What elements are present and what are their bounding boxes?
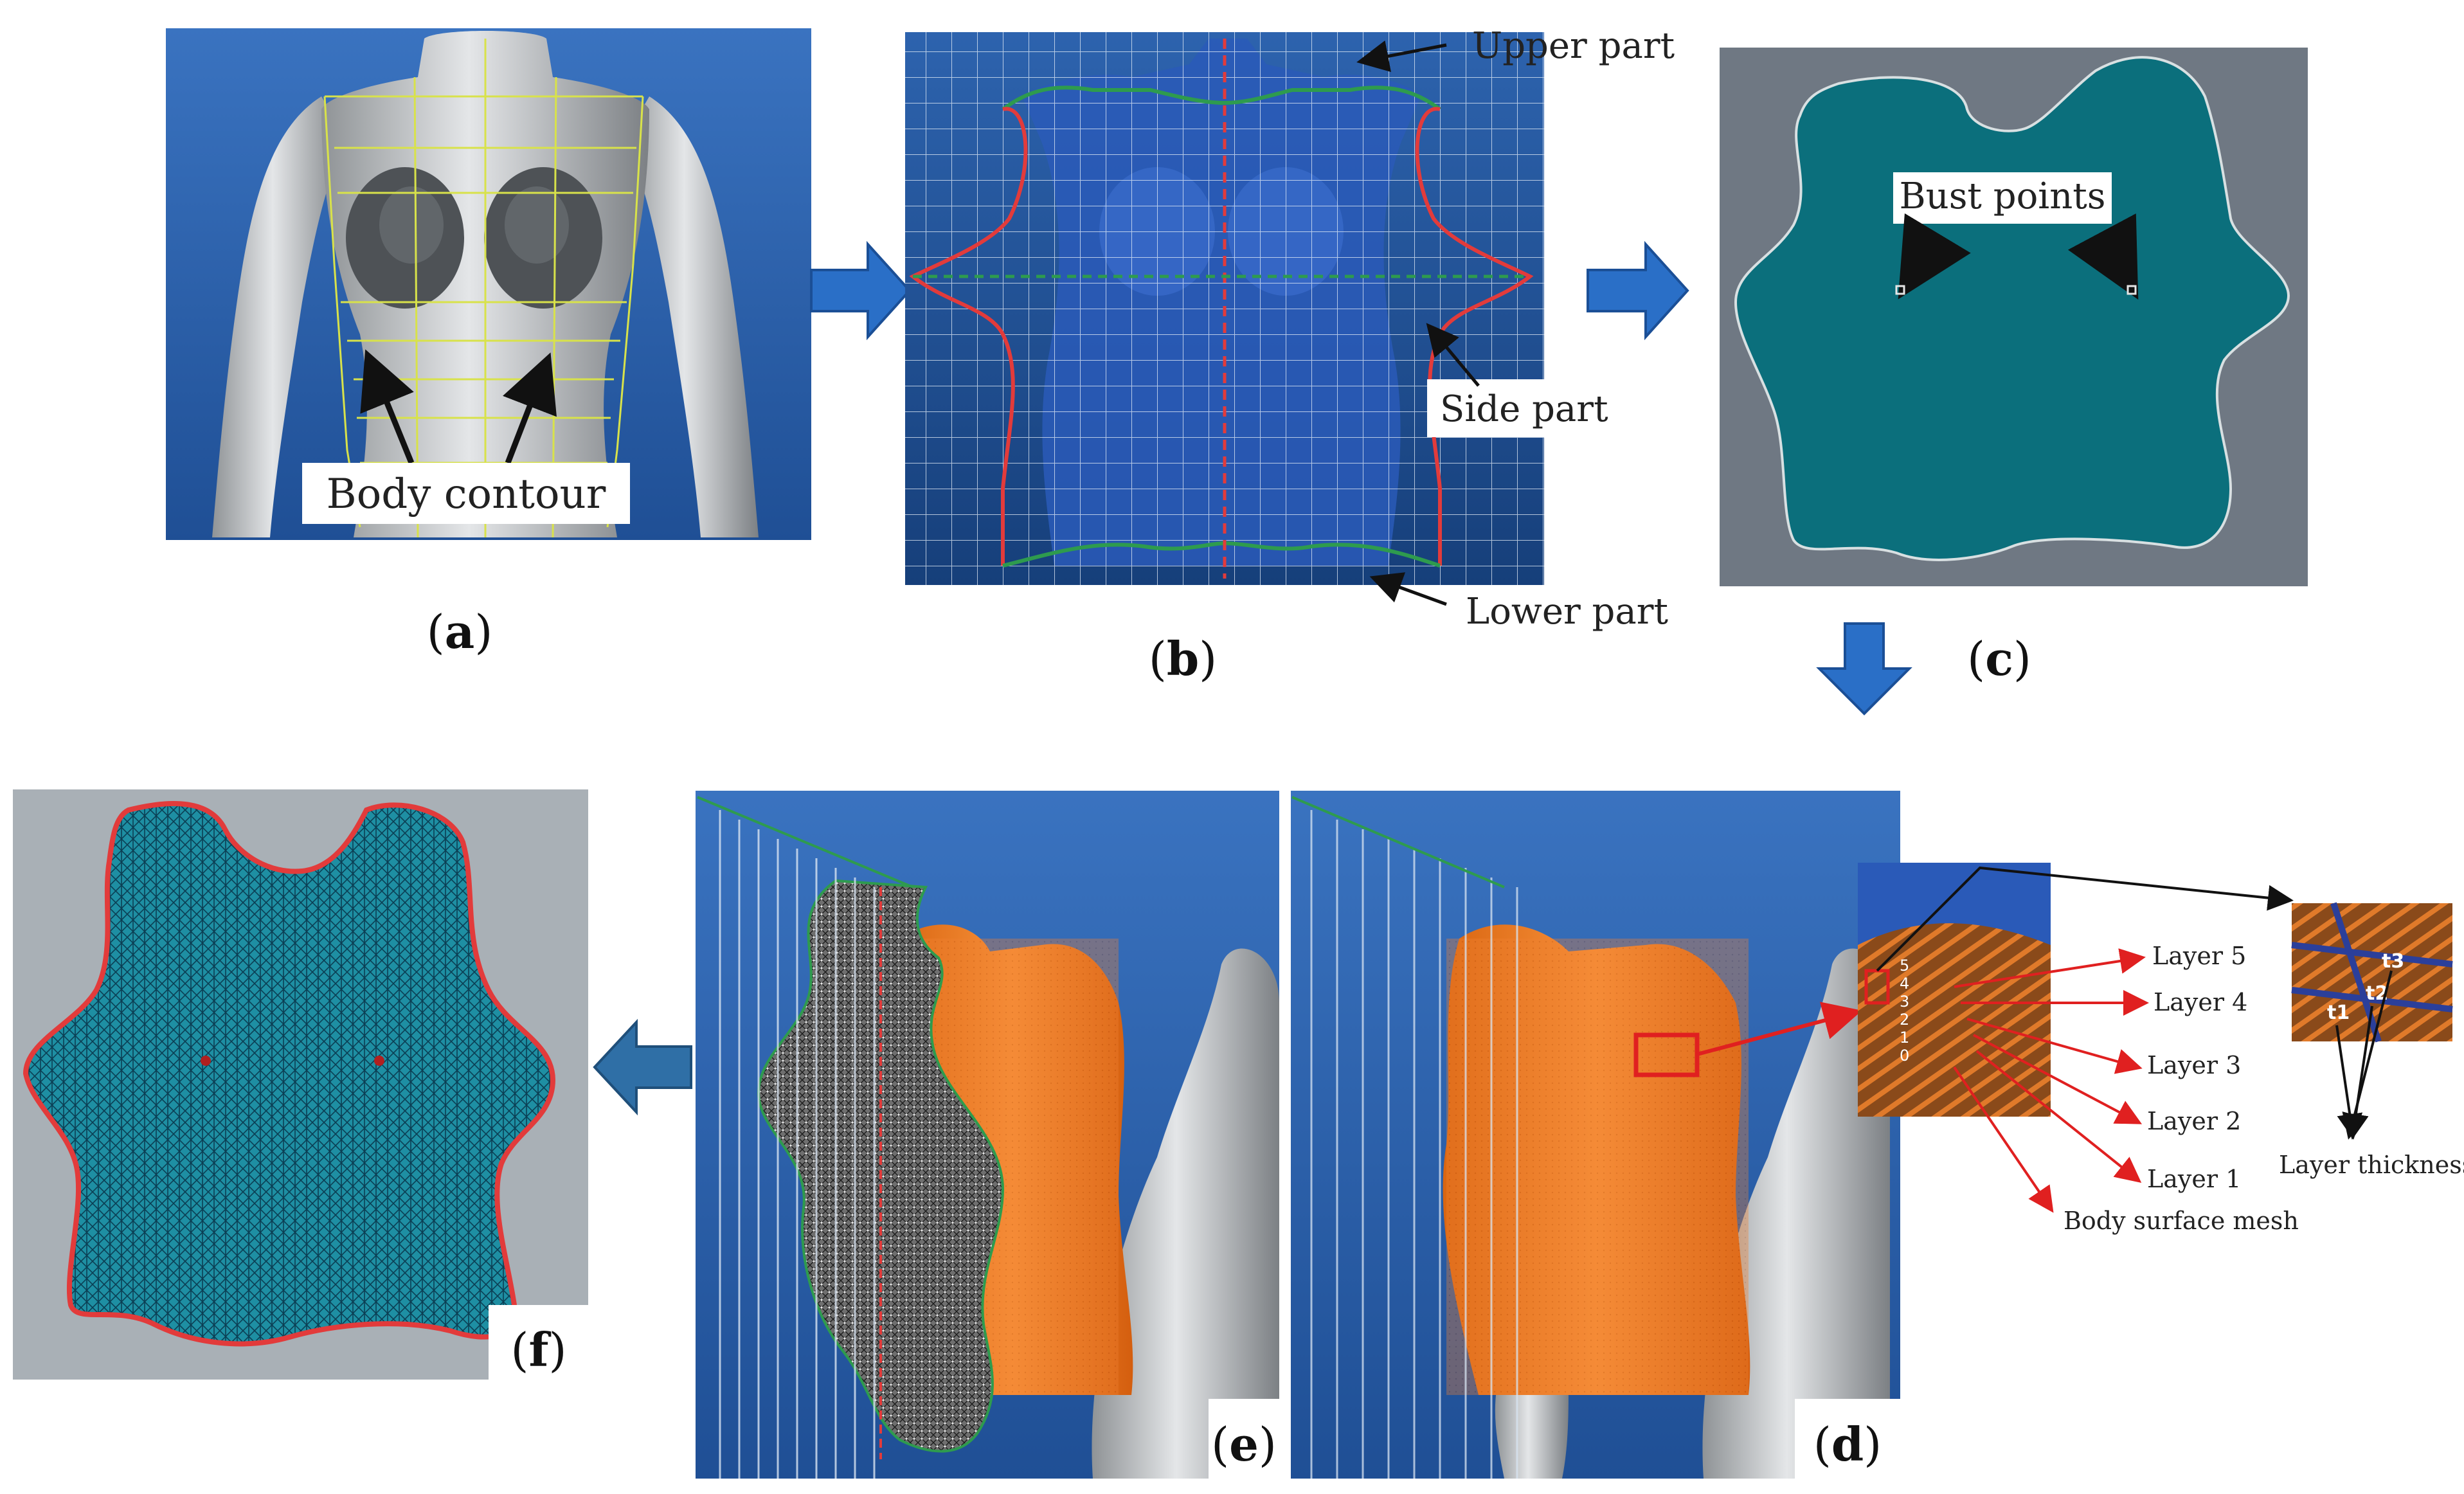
side-contour-left-b	[909, 107, 1028, 566]
layer-5-label: Layer 5	[2152, 942, 2246, 970]
panel-a: Body contour (a)	[166, 28, 811, 659]
side-part-label-box	[1427, 379, 1594, 437]
thickness-marks: t3 t2 t1	[2327, 950, 2404, 1024]
caption-e-box	[1209, 1399, 1279, 1479]
projection-planes-e	[719, 810, 876, 1479]
bust-point-right	[2127, 285, 2137, 295]
caption-c: (c)	[1967, 631, 2031, 686]
plane-edge-d	[1291, 796, 1505, 888]
bust-marker-f-left	[201, 1056, 211, 1066]
zoom-arrow-d	[1696, 1002, 1862, 1056]
caption-d-box	[1795, 1399, 1900, 1479]
flat-pattern-c	[1734, 56, 2290, 561]
body-surface-mesh-label: Body surface mesh	[2064, 1207, 2299, 1235]
layer-1-label: Layer 1	[2147, 1165, 2241, 1193]
upper-contour-b	[1002, 86, 1441, 111]
flow-arrow-c-to-d	[1816, 622, 1912, 716]
thickness-leader	[1876, 866, 2294, 972]
bust-arrow-left	[1898, 213, 1971, 300]
garment-mesh-d	[1446, 939, 1749, 1395]
pattern-mesh-e	[757, 879, 1005, 1453]
bust-points-label: Bust points	[1899, 176, 2105, 217]
layer-3-label: Layer 3	[2147, 1051, 2241, 1079]
thickness-arrows	[2335, 970, 2393, 1140]
svg-text:1: 1	[1900, 1029, 1909, 1047]
panel-d: (d)	[1291, 791, 1900, 1479]
layer-thickness-label: Layer thickness	[2279, 1151, 2464, 1179]
lower-part-label: Lower part	[1466, 591, 1669, 633]
body-contour-label-box	[302, 463, 630, 524]
panel-f: (f)	[13, 789, 588, 1380]
plane-edge-e	[697, 796, 913, 888]
svg-text:5: 5	[1900, 957, 1909, 975]
side-part-label: Side part	[1440, 388, 1608, 430]
mannequin-hip-d	[1495, 1382, 1569, 1479]
svg-text:t1: t1	[2327, 1002, 2350, 1024]
bust-point-left	[1895, 285, 1905, 295]
flow-arrow-e-to-f	[593, 1018, 692, 1116]
caption-e: (e)	[1211, 1417, 1277, 1472]
side-part-arrow	[1426, 323, 1480, 387]
inset-layer-numbers: 5 4 3 2 1 0	[1900, 957, 1909, 1065]
panel-c: Bust points (c)	[1720, 48, 2308, 686]
caption-d: (d)	[1813, 1417, 1882, 1472]
bust-arrow-right	[2067, 213, 2139, 300]
layer-inset-layers	[1858, 923, 2051, 1117]
caption-a: (a)	[427, 604, 493, 659]
layer-2-label: Layer 2	[2147, 1107, 2241, 1135]
layer-arrows	[1953, 948, 2149, 1213]
svg-text:0: 0	[1900, 1047, 1909, 1065]
body-contour-label: Body contour	[327, 471, 606, 518]
side-contour-right-b	[1415, 107, 1534, 566]
upper-part-label: Upper part	[1472, 25, 1675, 67]
svg-text:2: 2	[1900, 1011, 1909, 1029]
svg-text:4: 4	[1900, 975, 1909, 993]
zoom-box-d	[1633, 1032, 1700, 1077]
panel-e: (e)	[696, 791, 1279, 1479]
bust-marker-f-right	[374, 1056, 384, 1066]
caption-b: (b)	[1149, 631, 1218, 686]
projection-planes-d	[1310, 810, 1518, 1479]
caption-f-box	[489, 1305, 588, 1380]
mannequin-arm-e	[1092, 948, 1279, 1479]
panel-b: Upper part Side part Lower part (b)	[905, 25, 1675, 686]
lower-part-arrow	[1369, 572, 1447, 606]
svg-text:3: 3	[1900, 993, 1909, 1011]
contour-arrows-a	[360, 349, 557, 464]
flow-arrow-b-to-c	[1587, 240, 1689, 341]
caption-f: (f)	[510, 1322, 566, 1377]
svg-text:t3: t3	[2382, 950, 2404, 973]
flow-arrow-a-to-b	[810, 240, 912, 341]
layer-4-label: Layer 4	[2154, 988, 2247, 1016]
layer-detail: 5 4 3 2 1 0 Layer 5 Layer 4 Layer 3 Laye…	[1858, 863, 2464, 1235]
upper-part-arrow	[1356, 40, 1447, 72]
